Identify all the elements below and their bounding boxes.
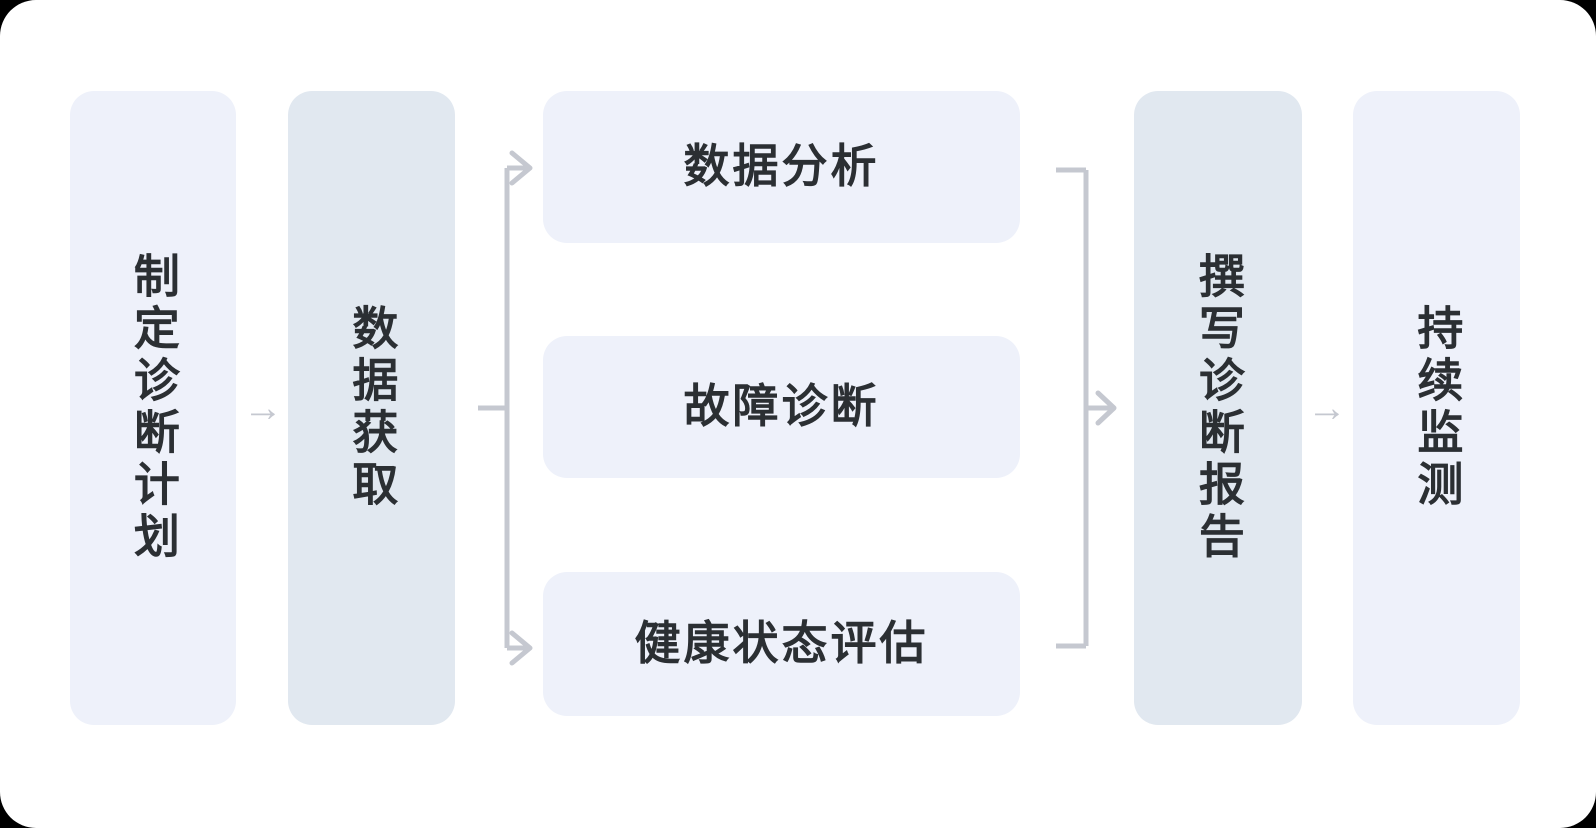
flow-node-plan-label: 制定诊断计划 <box>127 252 180 564</box>
flow-node-acquire[interactable]: 数据获取 <box>288 91 455 725</box>
flow-node-data-analysis[interactable]: 数据分析 <box>543 91 1020 243</box>
flow-node-write-report-label: 撰写诊断报告 <box>1192 252 1245 564</box>
flow-node-plan[interactable]: 制定诊断计划 <box>70 91 236 725</box>
flow-node-fault-diagnosis-label: 故障诊断 <box>683 380 880 433</box>
arrow-right-icon-report-to-monitor: → <box>1307 386 1347 430</box>
flow-node-write-report[interactable]: 撰写诊断报告 <box>1134 91 1302 725</box>
flow-node-data-analysis-label: 数据分析 <box>683 140 880 193</box>
flow-node-health-assessment[interactable]: 健康状态评估 <box>543 572 1020 716</box>
flow-node-continuous-monitoring[interactable]: 持续监测 <box>1353 91 1520 725</box>
flow-node-continuous-monitoring-label: 持续监测 <box>1411 304 1464 512</box>
flow-node-fault-diagnosis[interactable]: 故障诊断 <box>543 336 1020 478</box>
flow-node-acquire-label: 数据获取 <box>346 304 399 512</box>
flow-node-health-assessment-label: 健康状态评估 <box>634 617 929 670</box>
arrow-right-icon-plan-to-acquire: → <box>243 386 283 430</box>
